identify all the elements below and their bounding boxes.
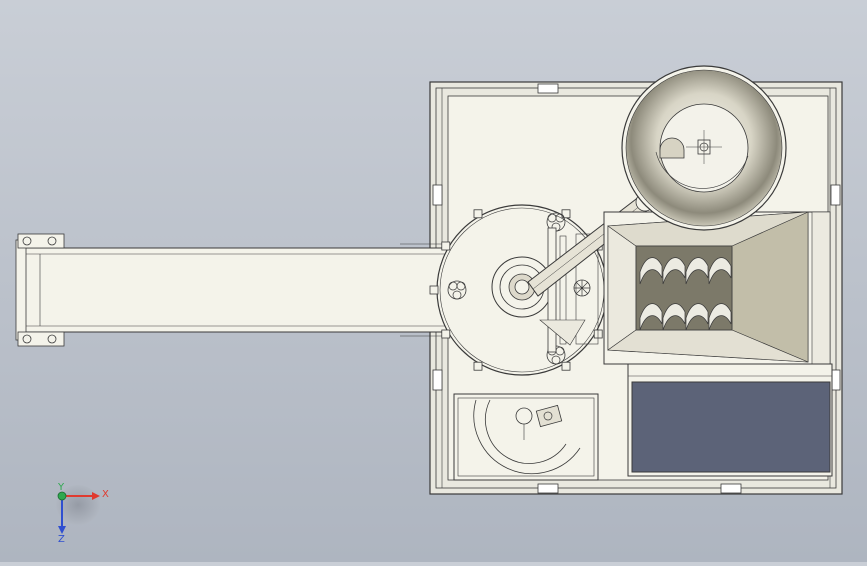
x-axis-arrow xyxy=(62,492,100,500)
y-axis-label: Y xyxy=(57,482,65,493)
rim-stud xyxy=(561,209,571,219)
funnel-center-boss xyxy=(686,130,722,164)
auger-flight xyxy=(639,303,663,331)
funnel[interactable] xyxy=(621,65,787,231)
auger-flight xyxy=(685,257,709,285)
axis-triad[interactable]: X Y Z xyxy=(56,482,109,545)
y-axis-dot xyxy=(57,491,67,501)
auger-flight xyxy=(708,303,732,331)
conveyor-bearing-bottom xyxy=(17,331,65,347)
display-panel[interactable] xyxy=(627,363,833,477)
star-mechanism xyxy=(573,279,591,297)
rim-stud xyxy=(473,209,483,219)
auger-hopper[interactable] xyxy=(603,211,831,365)
x-axis-label: X xyxy=(102,489,109,500)
auger-flight xyxy=(662,303,686,331)
bowl-tray[interactable] xyxy=(453,393,599,481)
rim-stud xyxy=(473,361,483,371)
flower-cup-left xyxy=(447,280,467,300)
rim-stud xyxy=(441,241,451,251)
rim-stud xyxy=(441,329,451,339)
auger-flight xyxy=(639,257,663,285)
auger-flight xyxy=(662,257,686,285)
z-axis-label: Z xyxy=(58,534,65,545)
conveyor-bearing-top xyxy=(17,233,65,249)
auger-flight xyxy=(708,257,732,285)
rim-stud xyxy=(429,285,439,295)
tray-motor xyxy=(535,404,563,428)
conveyor[interactable] xyxy=(15,233,453,347)
auger-screws xyxy=(639,257,732,331)
rim-stud xyxy=(561,361,571,371)
auger-flight xyxy=(685,303,709,331)
z-axis-arrow xyxy=(58,496,66,534)
